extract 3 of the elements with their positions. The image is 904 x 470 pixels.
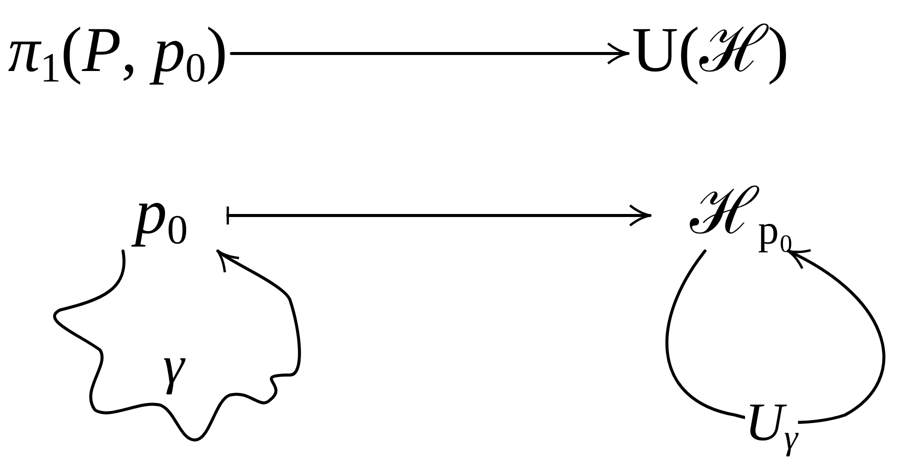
math-expression: U(ℋ): [632, 18, 789, 82]
math-expression: π$_{1}$(P, p$_{0}$): [8, 18, 228, 89]
math-expression: ℋ$_{p₀}$: [690, 180, 794, 251]
